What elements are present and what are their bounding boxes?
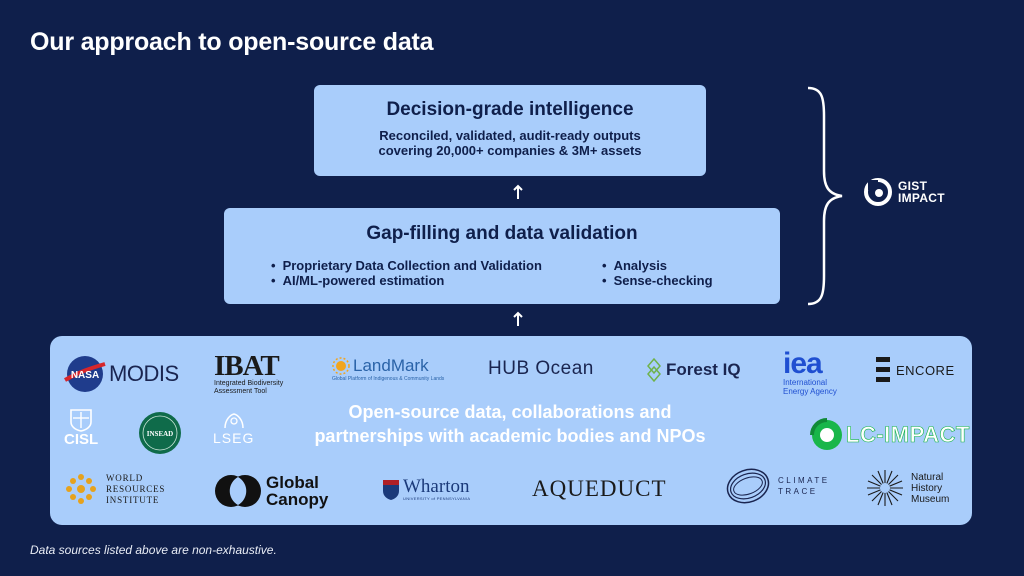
gap-filling-left-bullets: Proprietary Data Collection and Validati…	[271, 258, 542, 288]
ibat-sub-2: Assessment Tool	[214, 388, 267, 395]
forest-leaf-icon	[647, 358, 661, 382]
aqueduct-logo: AQUEDUCT	[532, 476, 667, 502]
up-arrow-icon	[513, 311, 523, 327]
lseg-crest-icon	[223, 413, 244, 429]
decision-intelligence-line2: covering 20,000+ companies & 3M+ assets	[378, 143, 642, 158]
nasa-text: NASA	[71, 370, 99, 381]
climate-trace-logo: CLIMATE TRACE	[724, 462, 830, 510]
wri-text-3: INSTITUTE	[106, 494, 160, 505]
curly-brace-icon	[807, 86, 843, 306]
wharton-shield-icon	[383, 479, 399, 500]
climate-trace-icon	[726, 468, 770, 504]
landmark-text: LandMark	[353, 356, 429, 375]
hub-ocean-logo: HUB Ocean	[488, 358, 594, 380]
encore-text: ENCORE	[896, 362, 955, 378]
hub-ocean-text: HUB Ocean	[488, 358, 594, 379]
iea-sub-2: Energy Agency	[783, 387, 837, 396]
nhm-text-3: Museum	[911, 493, 950, 505]
wri-text-2: RESOURCES	[106, 483, 166, 494]
lseg-text: LSEG	[213, 430, 255, 446]
wharton-text: Wharton	[403, 476, 470, 497]
wri-text-1: WORLD	[106, 472, 143, 483]
wri-logo: WORLD RESOURCES INSTITUTE	[64, 472, 165, 506]
lc-impact-logo: LC-IMPACT	[810, 418, 970, 452]
decision-intelligence-box: Decision-grade intelligence Reconciled, …	[314, 85, 706, 176]
aqueduct-text: AQUEDUCT	[532, 476, 667, 501]
nhm-star-icon	[867, 470, 903, 506]
lc-impact-icon	[810, 418, 842, 450]
climate-trace-text-1: CLIMATE	[778, 476, 830, 485]
gist-text-1: GIST	[898, 179, 928, 193]
iea-logo: iea International Energy Agency	[783, 347, 837, 397]
landmark-logo: LandMark Global Platform of Indigenous &…	[332, 356, 444, 382]
gap-filling-right-bullets: Analysis Sense-checking	[602, 258, 713, 288]
gist-impact-logo: GIST IMPACT	[864, 178, 945, 206]
open-source-description: Open-source data, collaborations and par…	[290, 400, 730, 448]
landmark-sun-icon	[332, 357, 350, 375]
nhm-logo: Natural History Museum	[865, 468, 949, 508]
cisl-logo: CISL	[64, 408, 98, 448]
bullet-item: Analysis	[602, 258, 713, 273]
landmark-sub: Global Platform of Indigenous & Communit…	[332, 376, 445, 382]
decision-intelligence-heading: Decision-grade intelligence	[386, 99, 634, 120]
iea-text: iea	[783, 347, 823, 380]
forest-iq-logo: Forest IQ	[646, 358, 741, 382]
ibat-sub-1: Integrated Biodiversity	[214, 380, 284, 387]
encore-bars-icon	[876, 357, 890, 382]
gist-impact-icon	[864, 178, 892, 206]
bullet-item: Sense-checking	[602, 273, 713, 288]
modis-text: MODIS	[109, 361, 179, 386]
footnote: Data sources listed above are non-exhaus…	[30, 543, 277, 557]
global-canopy-logo: Global Canopy	[214, 474, 328, 508]
nhm-text-1: Natural	[911, 471, 944, 483]
wri-dots-icon	[66, 474, 96, 504]
nasa-meatball-icon: NASA	[64, 356, 106, 392]
iea-sub-1: International	[783, 378, 828, 387]
ibat-logo: IBAT Integrated Biodiversity Assessment …	[214, 352, 283, 396]
climate-trace-text-2: TRACE	[778, 487, 818, 496]
global-canopy-text-2: Canopy	[266, 490, 329, 509]
decision-intelligence-line1: Reconciled, validated, audit-ready outpu…	[379, 128, 641, 143]
gap-filling-heading: Gap-filling and data validation	[366, 223, 638, 244]
bullet-item: AI/ML-powered estimation	[271, 273, 542, 288]
wharton-sub: UNIVERSITY of PENNSYLVANIA	[403, 496, 471, 501]
wharton-logo: Wharton UNIVERSITY of PENNSYLVANIA	[382, 476, 471, 501]
open-source-line1: Open-source data, collaborations and	[348, 402, 672, 422]
bullet-item: Proprietary Data Collection and Validati…	[271, 258, 542, 273]
global-canopy-icon	[215, 475, 261, 507]
gap-filling-box: Gap-filling and data validation Propriet…	[224, 208, 780, 304]
open-source-partners-box: NASA MODIS IBAT Integrated Biodiversity …	[50, 336, 972, 525]
nhm-text-2: History	[911, 482, 943, 494]
up-arrow-icon	[513, 184, 523, 200]
insead-badge-icon: INSEAD	[139, 412, 181, 454]
gist-text-2: IMPACT	[898, 191, 945, 205]
ibat-text: IBAT	[214, 350, 280, 382]
nasa-modis-logo: NASA MODIS	[63, 354, 179, 394]
page-title: Our approach to open-source data	[30, 28, 434, 56]
lseg-logo: LSEG	[213, 412, 254, 446]
insead-logo: INSEAD	[138, 411, 182, 455]
open-source-line2: partnerships with academic bodies and NP…	[314, 426, 706, 446]
forest-iq-text: Forest IQ	[666, 360, 741, 379]
insead-text: INSEAD	[147, 430, 173, 438]
lc-impact-text: LC-IMPACT	[846, 422, 970, 448]
cisl-crest-icon	[70, 409, 92, 432]
encore-logo: ENCORE	[876, 356, 955, 384]
global-canopy-text-1: Global	[266, 473, 319, 492]
cisl-text: CISL	[64, 431, 99, 448]
